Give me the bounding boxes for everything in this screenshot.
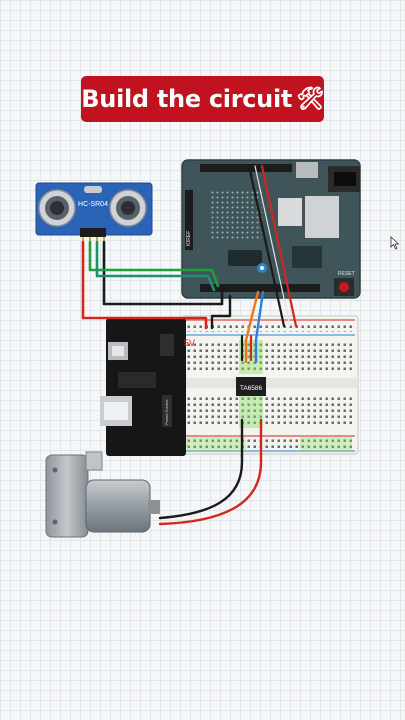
- wire-driver-in1: [244, 290, 260, 364]
- wire-sensor-vcc: [81, 240, 208, 330]
- arduino-board: RESET IOREF: [181, 159, 361, 299]
- title-banner: Build the circuit 🛠: [81, 76, 324, 122]
- wire-sensor-gnd: [102, 240, 224, 306]
- reset-button: [339, 282, 349, 292]
- tools-icon: 🛠: [296, 86, 324, 112]
- wire-diag-black: [247, 164, 286, 328]
- dc-motor: [45, 451, 160, 538]
- wire-sensor-trig: [88, 240, 220, 288]
- sensor-label: HC-SR04: [78, 201, 108, 208]
- driver-chip-label: TA6586: [240, 385, 263, 392]
- power-rail-label: 5V: [184, 338, 195, 348]
- wire-board-gnd: [210, 294, 232, 330]
- ultrasonic-sensor: HC-SR04: [35, 182, 153, 242]
- wire-driver-in2: [254, 290, 265, 364]
- wires: [81, 164, 298, 526]
- wire-motor-black: [158, 418, 244, 520]
- driver-chip: [236, 377, 266, 396]
- wire-diag-red: [260, 164, 298, 328]
- breadboard: TA6586: [181, 315, 359, 455]
- title-text: Build the circuit: [81, 85, 293, 113]
- reset-label: RESET: [338, 271, 355, 277]
- svg-text:Power Control: Power Control: [164, 400, 169, 425]
- wire-motor-red: [158, 418, 263, 526]
- svg-text:IOREF: IOREF: [186, 231, 192, 246]
- power-module: Power Control 5V: [100, 318, 195, 456]
- wire-sensor-echo: [95, 240, 216, 292]
- wire-diag-white: [254, 165, 291, 327]
- cursor-icon: [390, 236, 400, 250]
